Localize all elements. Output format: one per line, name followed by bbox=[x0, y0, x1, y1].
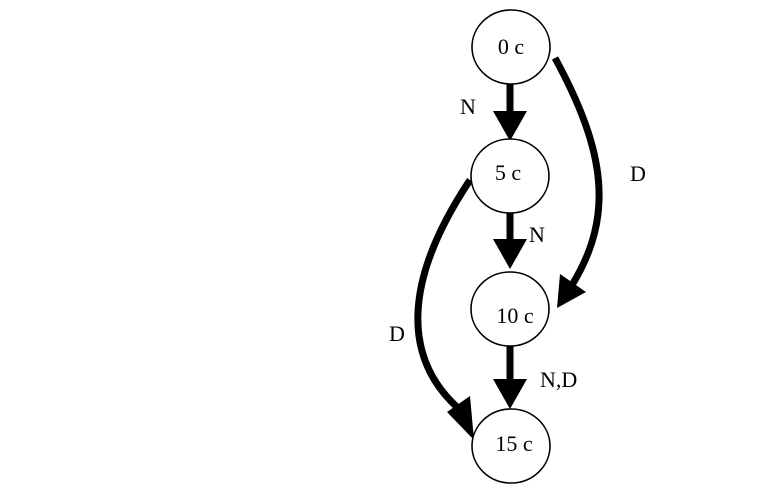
edge-label-0c-5c: N bbox=[460, 94, 476, 119]
edge-0c-5c-arrowhead bbox=[493, 111, 527, 141]
edge-5c-to-10c bbox=[493, 210, 527, 269]
edge-5c-15c-line bbox=[414, 178, 473, 411]
state-10c: 10 c bbox=[470, 271, 550, 347]
edge-5c-15c-arrowhead bbox=[447, 396, 474, 440]
state-15c: 15 c bbox=[471, 408, 551, 484]
edge-label-5c-10c: N bbox=[529, 222, 545, 247]
state-5c-label: 5 c bbox=[495, 160, 522, 185]
edge-0c-to-5c bbox=[493, 84, 527, 141]
state-5c: 5 c bbox=[470, 138, 550, 214]
state-0c-label: 0 c bbox=[498, 34, 525, 59]
state-0c-circle bbox=[471, 9, 551, 85]
state-0c: 0 c bbox=[471, 9, 551, 85]
state-10c-circle bbox=[470, 271, 550, 347]
state-5c-circle bbox=[470, 138, 550, 214]
edge-0c-10c-line bbox=[551, 56, 603, 287]
edge-0c-10c-arrowhead bbox=[557, 274, 586, 308]
edge-0c-to-10c bbox=[551, 56, 603, 308]
state-15c-label: 15 c bbox=[495, 431, 533, 456]
edge-5c-10c-arrowhead bbox=[493, 239, 527, 269]
edge-label-0c-10c: D bbox=[630, 161, 646, 186]
edge-5c-to-15c bbox=[414, 178, 474, 440]
state-10c-label: 10 c bbox=[496, 303, 534, 328]
state-15c-circle bbox=[471, 408, 551, 484]
edge-10c-to-15c bbox=[493, 345, 527, 409]
edge-label-10c-15c: N,D bbox=[540, 367, 577, 392]
edge-label-5c-15c: D bbox=[389, 321, 405, 346]
edge-10c-15c-arrowhead bbox=[493, 379, 527, 409]
